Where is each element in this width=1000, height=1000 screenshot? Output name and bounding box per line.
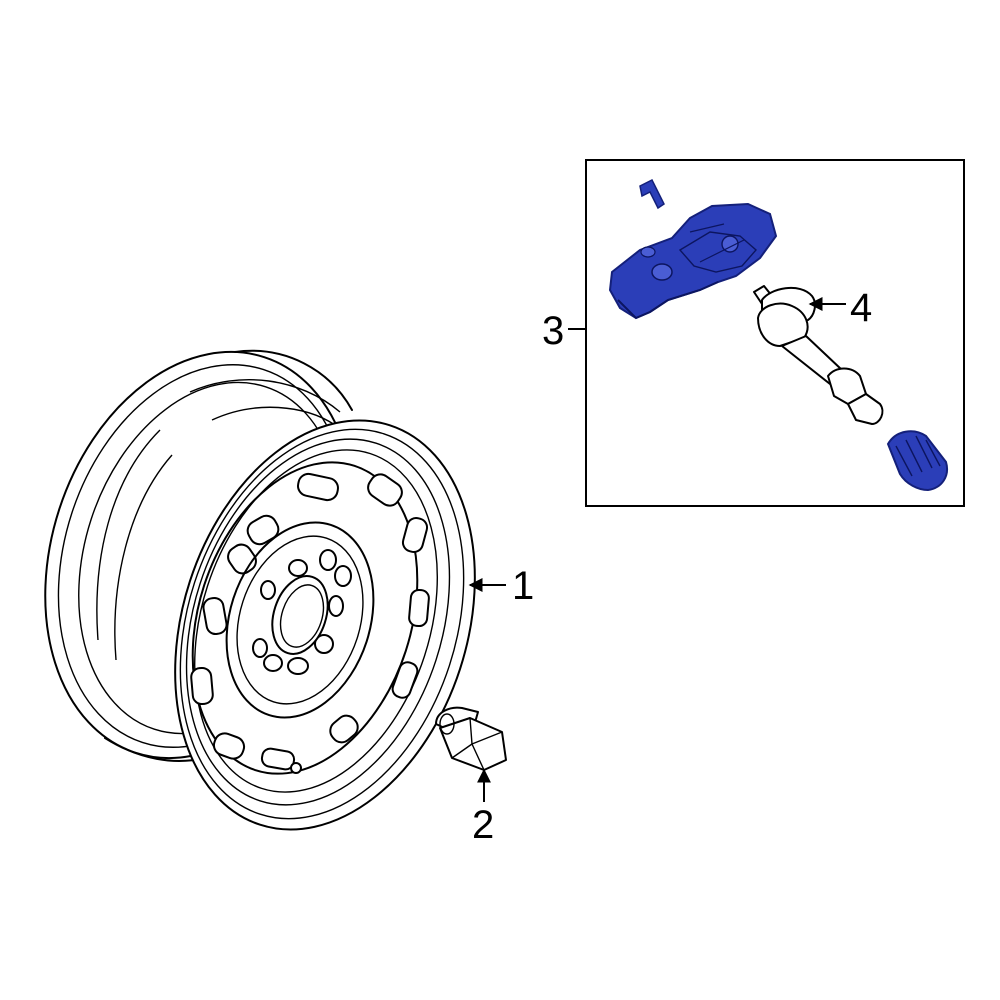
callout-3[interactable]: 3 <box>542 309 565 353</box>
callout-4[interactable]: 4 <box>850 286 873 330</box>
lug-nut[interactable] <box>435 706 507 771</box>
tire-pressure-sensor[interactable] <box>608 202 778 320</box>
valve-stem[interactable] <box>753 285 884 425</box>
callout-1[interactable]: 1 <box>512 564 535 608</box>
valve-cap[interactable] <box>886 430 948 492</box>
sensor-kit-box <box>585 159 965 507</box>
callout-2[interactable]: 2 <box>472 803 495 847</box>
sensor-screw[interactable] <box>639 178 665 210</box>
steel-wheel[interactable] <box>0 311 525 868</box>
